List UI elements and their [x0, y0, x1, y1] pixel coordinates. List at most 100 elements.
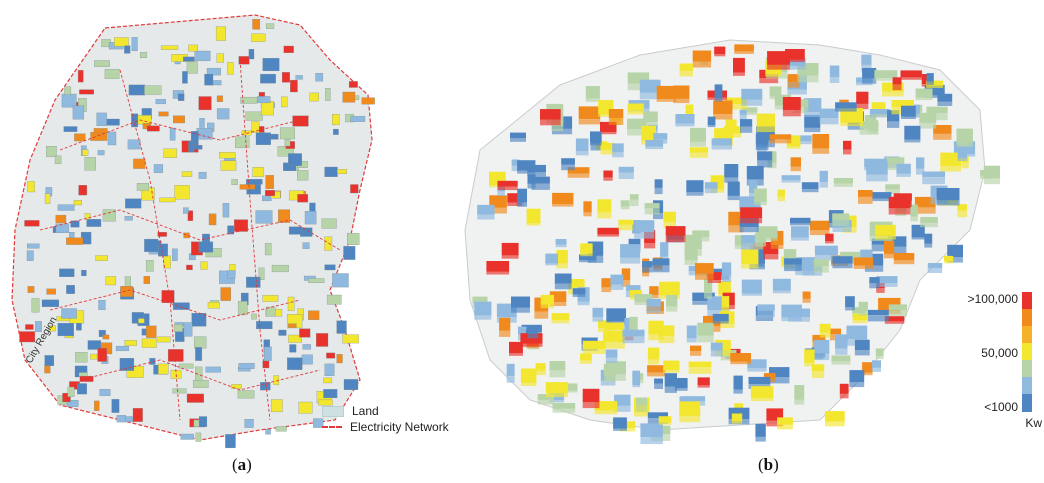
building-b-side — [788, 82, 800, 88]
building-b — [712, 313, 729, 321]
building-b-side — [819, 118, 839, 125]
building-a — [27, 286, 35, 293]
building-b — [875, 224, 896, 236]
building-b — [724, 164, 739, 178]
building-b-side — [555, 244, 567, 248]
building-b — [757, 151, 773, 161]
building-b — [510, 132, 526, 139]
building-b-side — [551, 126, 564, 132]
building-b — [714, 128, 733, 139]
building-a — [198, 416, 208, 427]
building-a — [119, 358, 135, 371]
building-b-side — [884, 253, 895, 259]
building-a — [264, 243, 272, 256]
building-a — [257, 96, 271, 104]
building-a — [321, 218, 337, 229]
building-b — [684, 249, 698, 261]
building-b-side — [610, 284, 624, 290]
building-a — [258, 267, 265, 280]
building-a — [46, 288, 56, 295]
building-b — [725, 97, 748, 104]
building-a — [287, 296, 295, 311]
building-b-side — [824, 421, 845, 427]
building-b — [947, 244, 963, 257]
building-b-side — [790, 223, 811, 226]
building-b-side — [608, 118, 624, 125]
building-b — [644, 203, 660, 209]
building-a — [205, 366, 221, 373]
building-b-side — [548, 400, 565, 403]
building-a — [262, 195, 272, 202]
energy-color-scale — [1022, 292, 1032, 412]
building-b — [740, 207, 763, 219]
building-b — [853, 257, 874, 266]
building-b — [627, 72, 650, 84]
building-b-side — [618, 224, 634, 231]
building-b-side — [619, 427, 636, 432]
building-b-side — [787, 89, 807, 95]
building-b-side — [887, 121, 900, 128]
building-a — [155, 99, 166, 105]
building-a — [96, 112, 107, 126]
building-a — [316, 333, 329, 347]
building-a — [146, 125, 160, 132]
building-a — [216, 108, 230, 120]
building-b-side — [613, 428, 627, 431]
building-b-side — [531, 183, 550, 190]
building-b — [856, 91, 869, 104]
building-b — [647, 365, 666, 373]
building-b-side — [674, 388, 688, 391]
building-b-side — [520, 343, 543, 347]
building-b — [781, 175, 801, 181]
building-b-side — [697, 335, 714, 343]
building-a — [251, 33, 266, 42]
building-b-side — [486, 271, 510, 275]
building-a — [72, 105, 85, 120]
scale-band-2 — [1022, 309, 1032, 326]
building-a — [301, 354, 313, 365]
building-b — [926, 73, 934, 82]
building-a — [220, 287, 231, 301]
building-b-side — [814, 255, 838, 261]
building-b — [957, 151, 968, 159]
building-a — [288, 334, 302, 343]
building-b-side — [497, 186, 518, 191]
building-a — [248, 49, 255, 60]
building-b-side — [644, 243, 656, 249]
building-b-side — [790, 166, 801, 172]
building-b-side — [642, 267, 653, 273]
building-a — [157, 232, 167, 237]
building-b — [658, 325, 675, 337]
building-b — [656, 85, 677, 100]
building-b-side — [719, 323, 735, 328]
building-a — [238, 363, 255, 369]
building-a — [158, 363, 169, 375]
building-a — [124, 276, 131, 287]
building-b-side — [756, 126, 776, 133]
building-b — [790, 157, 801, 167]
building-b — [517, 160, 536, 171]
building-b — [474, 301, 492, 316]
building-a — [215, 26, 226, 41]
scale-mid-label: 50,000 — [981, 346, 1018, 360]
building-a — [308, 310, 320, 320]
building-b — [937, 93, 953, 102]
building-b — [936, 188, 960, 201]
building-b — [704, 182, 718, 189]
building-b — [575, 138, 589, 152]
building-a — [318, 399, 333, 406]
building-b — [663, 360, 680, 371]
building-b-side — [583, 212, 592, 217]
building-a — [124, 45, 131, 54]
building-b — [892, 77, 902, 85]
building-b-side — [580, 253, 593, 257]
building-a — [188, 141, 195, 153]
building-b-side — [914, 207, 936, 214]
building-a — [79, 89, 94, 95]
building-b-side — [509, 353, 523, 356]
building-b-side — [956, 143, 973, 147]
building-b-side — [757, 160, 773, 168]
building-b-side — [835, 108, 857, 112]
building-b-side — [740, 218, 763, 224]
building-a — [141, 338, 157, 348]
